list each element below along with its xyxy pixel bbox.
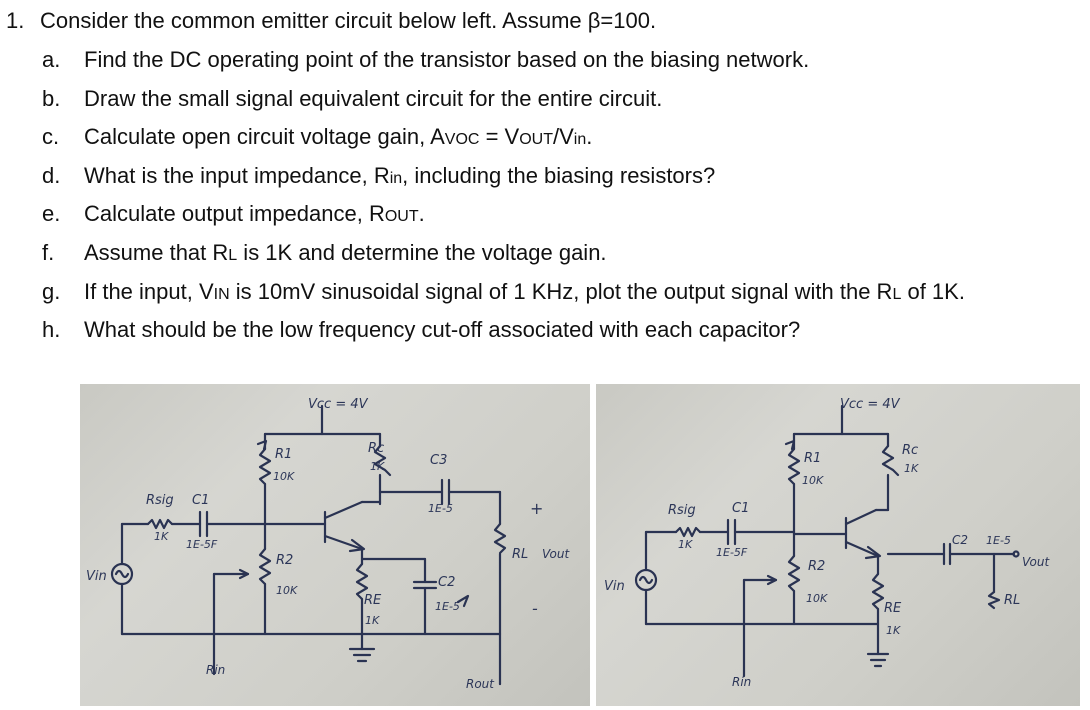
left-minus-sign: -	[532, 599, 538, 618]
left-c3-value: 1E-5	[428, 502, 453, 515]
left-c1-value: 1E-5F	[186, 538, 218, 551]
left-circuit-photo: Vcc = 4V R1 10K Rc 1K C3 1E-5 Rsig 1K C1…	[80, 384, 590, 706]
left-c1-label: C1	[192, 493, 209, 508]
right-re-label: RE	[884, 601, 902, 616]
left-vcc-label: Vcc = 4V	[308, 397, 369, 412]
right-vcc-label: Vcc = 4V	[840, 397, 901, 412]
question-text: Consider the common emitter circuit belo…	[40, 8, 657, 33]
item-d: d. What is the input impedance, Rin, inc…	[42, 162, 716, 188]
left-rsig-value: 1K	[154, 530, 169, 543]
right-re-value: 1K	[886, 624, 901, 637]
left-vin-label: Vin	[86, 569, 107, 584]
right-c1-label: C1	[732, 501, 749, 516]
question-heading: 1. Consider the common emitter circuit be…	[6, 6, 656, 36]
item-f: f. Assume that RL is 1K and determine th…	[42, 239, 607, 265]
right-c2-value: 1E-5	[986, 534, 1011, 547]
right-c1-value: 1E-5F	[716, 546, 748, 559]
right-rsig-label: Rsig	[668, 503, 696, 518]
right-c2-label: C2	[952, 533, 968, 547]
left-rin-label: Rin	[206, 663, 225, 677]
item-g: g. If the input, VIN is 10mV sinusoidal …	[42, 278, 965, 304]
left-plus-sign: +	[530, 499, 543, 518]
left-rout-label: Rout	[466, 677, 495, 691]
item-e: e. Calculate output impedance, ROUT.	[42, 201, 425, 227]
right-r1-label: R1	[804, 451, 821, 466]
left-re-value: 1K	[365, 614, 380, 627]
left-circuit-diagram: Vcc = 4V R1 10K Rc 1K C3 1E-5 Rsig 1K C1…	[86, 397, 570, 691]
item-h: h.What should be the low frequency cut-o…	[42, 317, 801, 343]
left-r2-label: R2	[276, 553, 293, 568]
left-r2-value: 10K	[276, 584, 298, 597]
right-vin-label: Vin	[604, 579, 625, 594]
left-vout-label: Vout	[542, 547, 570, 561]
right-circuit-photo: Vcc = 4V R1 10K Rc 1K Rsig 1K C1 1E-5F R…	[596, 384, 1080, 706]
item-a: a.Find the DC operating point of the tra…	[42, 47, 810, 72]
item-c: c. Calculate open circuit voltage gain, …	[42, 124, 593, 150]
left-r1-label: R1	[275, 447, 292, 462]
right-rin-label: Rin	[732, 675, 751, 689]
right-r1-value: 10K	[802, 474, 824, 487]
right-vout-label: Vout	[1022, 555, 1050, 569]
left-r1-value: 10K	[273, 470, 295, 483]
right-r2-label: R2	[808, 559, 825, 574]
left-c2-value: 1E-5	[435, 600, 460, 613]
question-items: a.Find the DC operating point of the tra…	[42, 44, 965, 353]
left-re-label: RE	[364, 593, 382, 608]
right-rc-value: 1K	[904, 462, 919, 475]
question-number: 1.	[6, 8, 25, 33]
right-rc-label: Rc	[902, 443, 918, 458]
right-r2-value: 10K	[806, 592, 828, 605]
left-rc-label: Rc	[368, 441, 384, 456]
left-c2-label: C2	[438, 575, 455, 590]
right-rsig-value: 1K	[678, 538, 693, 551]
left-rsig-label: Rsig	[146, 493, 174, 508]
right-rl-label: RL	[1004, 593, 1020, 608]
left-rc-value: 1K	[370, 460, 385, 473]
left-rl-label: RL	[512, 547, 528, 562]
left-c3-label: C3	[430, 453, 447, 468]
right-circuit-diagram: Vcc = 4V R1 10K Rc 1K Rsig 1K C1 1E-5F R…	[604, 397, 1050, 689]
item-b: b.Draw the small signal equivalent circu…	[42, 85, 663, 111]
